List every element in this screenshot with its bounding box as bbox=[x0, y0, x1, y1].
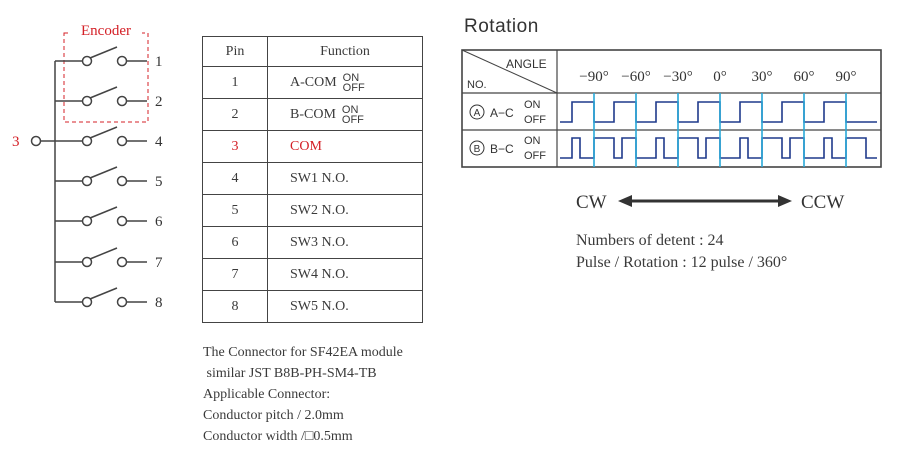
header-angle: ANGLE bbox=[506, 57, 547, 71]
channel-a-off: OFF bbox=[524, 114, 546, 126]
note-line: Conductor pitch / 2.0mm bbox=[203, 408, 344, 423]
channel-b-marker: B bbox=[474, 144, 481, 155]
pin-number: 4 bbox=[202, 162, 268, 195]
detent-count: Numbers of detent : 24 bbox=[576, 232, 724, 249]
table-row: 8 SW5 N.O. bbox=[202, 290, 423, 323]
channel-a-marker: A bbox=[474, 108, 481, 119]
common-pin-label: 3 bbox=[12, 134, 20, 150]
pin-function: COM bbox=[267, 130, 423, 163]
angle-label: 30° bbox=[752, 69, 773, 85]
channel-a-label: A−C bbox=[490, 106, 514, 120]
angle-label: −60° bbox=[621, 69, 650, 85]
table-row: 3 COM bbox=[202, 130, 423, 163]
pin-header: Pin bbox=[202, 36, 268, 67]
channel-b-off: OFF bbox=[524, 150, 546, 162]
encoder-schematic: Encoder 3 1 2 4 5 6 7 8 bbox=[12, 22, 163, 311]
channel-b-marker-circle bbox=[469, 140, 485, 156]
table-row: 6 SW3 N.O. bbox=[202, 226, 423, 259]
off-label: OFF bbox=[341, 113, 364, 126]
timing-diagram: ANGLE NO. −90° −60° −30° 0° 30° 60° 90° … bbox=[461, 49, 882, 168]
channel-b-label: B−C bbox=[490, 142, 514, 156]
note-line: Conductor width /□0.5mm bbox=[203, 429, 353, 444]
encoder-label: Encoder bbox=[81, 23, 131, 39]
table-row: 5 SW2 N.O. bbox=[202, 194, 423, 227]
pin-function: SW3 N.O. bbox=[267, 226, 423, 259]
note-line: The Connector for SF42EA module bbox=[203, 345, 403, 360]
channel-b-waveform bbox=[560, 137, 877, 159]
angle-label: 60° bbox=[794, 69, 815, 85]
switch-8: 8 bbox=[55, 287, 163, 311]
pulse-rotation: Pulse / Rotation : 12 pulse / 360° bbox=[576, 254, 788, 271]
header-no: NO. bbox=[467, 79, 487, 91]
switch-pin-label: 2 bbox=[155, 94, 163, 110]
switch-pin-label: 7 bbox=[155, 255, 163, 271]
rotation-specs: Numbers of detent : 24 Pulse / Rotation … bbox=[576, 230, 787, 274]
channel-a-waveform bbox=[560, 101, 877, 123]
switch-pin-label: 1 bbox=[155, 54, 163, 70]
angle-label: −30° bbox=[663, 69, 692, 85]
switch-pin-label: 6 bbox=[155, 214, 163, 230]
pin-function: SW2 N.O. bbox=[267, 194, 423, 227]
pin-function: SW1 N.O. bbox=[267, 162, 423, 195]
channel-a-marker-circle bbox=[469, 104, 485, 120]
pin-number: 8 bbox=[202, 290, 268, 323]
pin-number: 7 bbox=[202, 258, 268, 291]
common-pin-terminal bbox=[30, 135, 42, 147]
arrow-right-icon bbox=[778, 195, 792, 207]
arrow-left-icon bbox=[618, 195, 632, 207]
cw-label: CW bbox=[576, 192, 607, 213]
switch-6: 6 bbox=[55, 206, 163, 230]
note-line: Applicable Connector: bbox=[203, 387, 331, 402]
pin-number: 6 bbox=[202, 226, 268, 259]
angle-label: 90° bbox=[836, 69, 857, 85]
on-label: ON bbox=[342, 71, 360, 84]
direction-indicator: CW CCW bbox=[576, 192, 844, 213]
switch-2: 2 bbox=[55, 86, 163, 110]
pin-function: SW4 N.O. bbox=[267, 258, 423, 291]
pin-number: 2 bbox=[202, 98, 268, 131]
rotation-title: Rotation bbox=[464, 16, 539, 37]
table-row: 7 SW4 N.O. bbox=[202, 258, 423, 291]
pin-number: 1 bbox=[202, 66, 268, 99]
switch-pin-label: 5 bbox=[155, 174, 163, 190]
encoder-box bbox=[63, 32, 149, 123]
channel-b-on: ON bbox=[524, 135, 541, 147]
switch-pin-label: 8 bbox=[155, 295, 163, 311]
switch-7: 7 bbox=[55, 247, 163, 271]
pin-function: SW5 N.O. bbox=[267, 290, 423, 323]
connector-notes: The Connector for SF42EA module similar … bbox=[203, 342, 403, 447]
switch-pin-label: 4 bbox=[155, 134, 163, 150]
pin-number: 5 bbox=[202, 194, 268, 227]
pin-number: 3 bbox=[202, 130, 268, 163]
function-header: Function bbox=[267, 36, 423, 67]
switch-5: 5 bbox=[55, 166, 163, 190]
channel-a-on: ON bbox=[524, 99, 541, 111]
angle-label: −90° bbox=[579, 69, 608, 85]
switch-1: 1 bbox=[55, 46, 163, 70]
on-label: ON bbox=[341, 103, 359, 116]
table-row: 4 SW1 N.O. bbox=[202, 162, 423, 195]
note-line: similar JST B8B-PH-SM4-TB bbox=[203, 366, 377, 381]
off-label: OFF bbox=[342, 81, 365, 94]
angle-markers bbox=[593, 93, 847, 167]
ccw-label: CCW bbox=[801, 192, 844, 213]
switch-4: 4 bbox=[55, 126, 163, 150]
angle-label: 0° bbox=[713, 69, 727, 85]
